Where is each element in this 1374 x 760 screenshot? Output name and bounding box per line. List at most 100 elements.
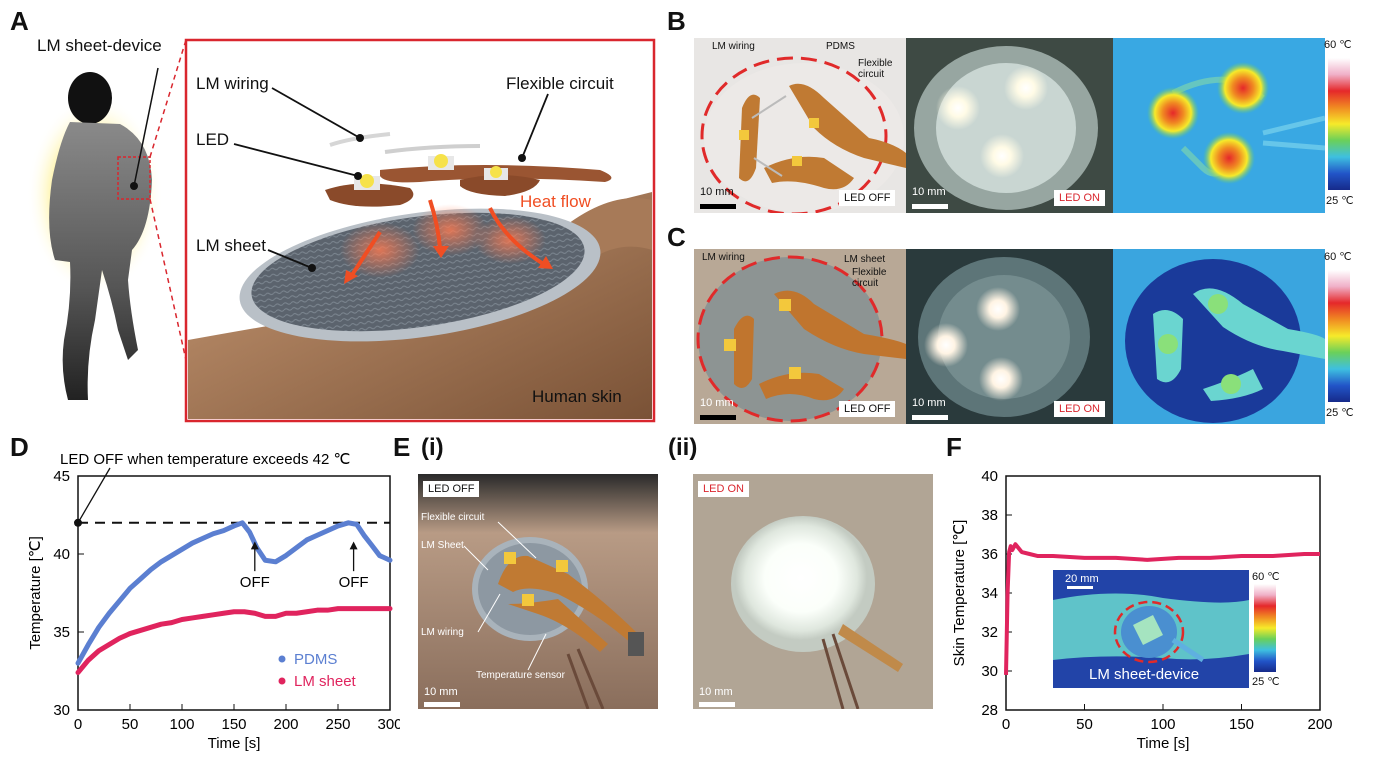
d-series-pdms <box>75 520 393 666</box>
d-legend-marker <box>278 655 286 663</box>
e-led-off-tag: LED OFF <box>423 481 480 497</box>
c-colorbar <box>1328 270 1350 402</box>
d-legend-marker <box>278 677 286 685</box>
b-cbar-min: 25 ℃ <box>1326 195 1354 207</box>
panel-label-e-ii: (ii) <box>668 434 698 461</box>
b-on-scale-bar <box>912 204 948 209</box>
d-off-arrowhead <box>349 541 358 550</box>
d-series-lm-sheet <box>75 606 393 676</box>
e-label-sheet: LM Sheet <box>421 540 464 551</box>
b-label-flex: Flexible circuit <box>858 58 893 80</box>
d-annotation-leader <box>77 467 111 524</box>
e-off-scale-text: 10 mm <box>424 686 458 698</box>
b-led-on-tag: LED ON <box>1054 190 1105 206</box>
e-label-sensor: Temperature sensor <box>476 670 565 681</box>
c-scale-bar <box>700 415 736 420</box>
panel-label-a: A <box>10 6 29 36</box>
d-xlabel: Time [s] <box>208 735 261 752</box>
e-on-scale-bar <box>699 702 735 707</box>
c-led-on-tag: LED ON <box>1054 401 1105 417</box>
f-inset-scale-bar <box>1067 586 1093 589</box>
b-colorbar <box>1328 58 1350 190</box>
callout-heat-flow: Heat flow <box>520 192 591 211</box>
f-xlabel: Time [s] <box>1137 735 1190 752</box>
d-xtick-label: 250 <box>325 716 350 733</box>
d-off-arrowhead <box>250 541 259 550</box>
f-series-skin-temp <box>1004 542 1320 675</box>
f-ytick-label: 36 <box>981 546 998 563</box>
f-inset-caption: LM sheet-device <box>1089 666 1200 683</box>
c-label-wiring: LM wiring <box>702 252 745 263</box>
b-scale-text: 10 mm <box>700 186 734 198</box>
d-ytick-label: 40 <box>53 546 70 563</box>
c-on-scale-bar <box>912 415 948 420</box>
zoom-marker <box>117 156 151 200</box>
callout-lm-sheet: LM sheet <box>196 236 266 255</box>
f-ytick-label: 32 <box>981 624 998 641</box>
callout-flexible-circuit: Flexible circuit <box>506 74 614 93</box>
c-label-sheet: LM sheet <box>844 254 886 265</box>
d-xtick-label: 0 <box>74 716 82 733</box>
d-ytick-label: 30 <box>53 702 70 719</box>
d-annotation: LED OFF when temperature exceeds 42 ℃ <box>60 451 350 468</box>
f-xtick-label: 0 <box>1002 716 1010 733</box>
d-legend-label: LM sheet <box>294 673 357 690</box>
callout-human-skin: Human skin <box>532 387 622 406</box>
d-xtick-label: 100 <box>169 716 194 733</box>
e-label-wiring: LM wiring <box>421 627 464 638</box>
c-led-off-tag: LED OFF <box>839 401 896 417</box>
d-xtick-label: 200 <box>273 716 298 733</box>
photo-b-on: 10 mm LED ON <box>906 38 1113 213</box>
panel-label-d: D <box>10 432 29 462</box>
photo-e-on: LED ON 10 mm <box>693 474 933 709</box>
d-ytick-label: 45 <box>53 468 70 485</box>
d-ytick-label: 35 <box>53 624 70 641</box>
f-ytick-label: 28 <box>981 702 998 719</box>
thermal-c <box>1113 249 1325 424</box>
e-label-flex: Flexible circuit <box>421 512 485 523</box>
f-xtick-label: 50 <box>1076 716 1093 733</box>
human-silhouette <box>49 72 152 400</box>
f-inset-cbar-min: 25 ℃ <box>1252 676 1280 688</box>
panel-label-e: E <box>393 432 411 462</box>
d-legend-label: PDMS <box>294 651 337 668</box>
c-cbar-min: 25 ℃ <box>1326 407 1354 419</box>
e-led-on-tag: LED ON <box>698 481 749 497</box>
f-ylabel: Skin Temperature [℃] <box>951 520 968 667</box>
photo-b-off: LM wiring PDMS Flexible circuit 10 mm LE… <box>694 38 906 213</box>
d-xtick-label: 50 <box>122 716 139 733</box>
f-ytick-label: 40 <box>981 468 998 485</box>
f-xtick-label: 150 <box>1229 716 1254 733</box>
photo-c-off: LM wiring LM sheet Flexible circuit 10 m… <box>694 249 906 424</box>
panel-label-b: B <box>667 6 686 36</box>
b-scale-bar <box>700 204 736 209</box>
panel-label-f: F <box>946 432 962 462</box>
e-on-scale-text: 10 mm <box>699 686 733 698</box>
callout-led: LED <box>196 130 230 149</box>
f-inset-cbar-max: 60 ℃ <box>1252 571 1280 583</box>
f-inset-colorbar <box>1254 584 1276 672</box>
photo-e-off: LED OFF Flexible circuit LM Sheet LM wir… <box>418 474 658 709</box>
d-off-label: OFF <box>339 574 369 591</box>
d-ylabel: Temperature [℃] <box>27 536 44 650</box>
f-xtick-label: 200 <box>1307 716 1332 733</box>
panel-label-c: C <box>667 222 686 252</box>
f-xtick-label: 100 <box>1150 716 1175 733</box>
c-on-scale-text: 10 mm <box>912 397 946 409</box>
f-inset-scale-text: 20 mm <box>1065 573 1099 585</box>
e-off-scale-bar <box>424 702 460 707</box>
device-label: LM sheet-device <box>37 36 162 55</box>
b-cbar-max: 60 ℃ <box>1324 39 1352 51</box>
f-ytick-label: 34 <box>981 585 998 602</box>
d-off-label: OFF <box>240 574 270 591</box>
panel-label-e-i: (i) <box>421 434 444 461</box>
b-led-off-tag: LED OFF <box>839 190 896 206</box>
b-on-scale-text: 10 mm <box>912 186 946 198</box>
c-scale-text: 10 mm <box>700 397 734 409</box>
panel-a-illustration <box>27 38 656 423</box>
c-label-flex: Flexible circuit <box>852 267 887 289</box>
thermal-b <box>1113 38 1325 213</box>
f-inset-thermal: 20 mm LM sheet-device <box>1053 570 1249 688</box>
f-ytick-label: 38 <box>981 507 998 524</box>
